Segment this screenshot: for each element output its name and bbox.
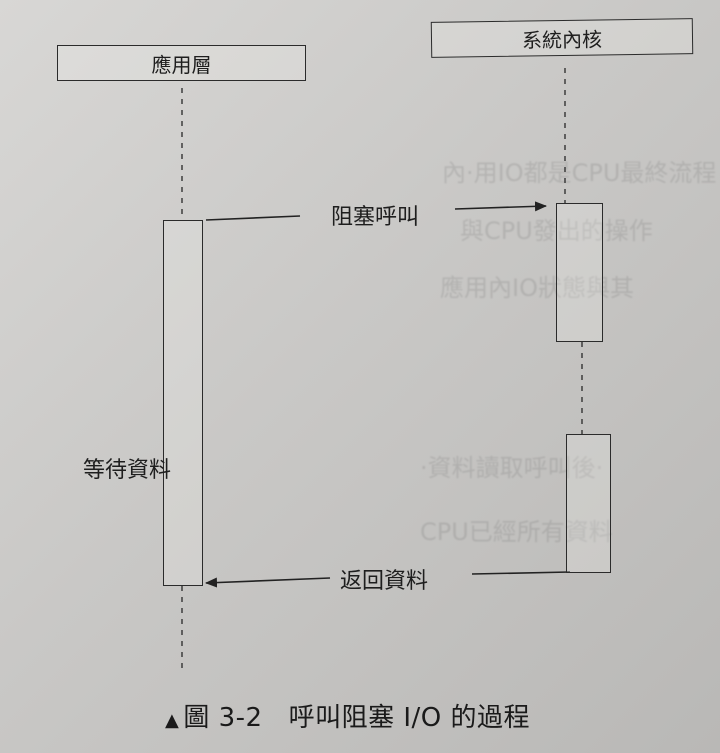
blocking-call-line-left [205,215,301,221]
kernel-activation-bar-2 [566,434,611,573]
figure-number: 圖 3-2 [183,703,263,733]
actor-box-kernel: 系統內核 [430,18,694,58]
return-data-arrow [205,577,331,588]
blocking-call-arrow [454,201,547,212]
return-data-line-right [471,571,571,575]
return-data-label: 返回資料 [340,569,429,594]
blocking-call-label: 阻塞呼叫 [331,205,420,230]
waiting-data-label: 等待資料 [83,458,172,483]
actor-box-app-layer: 應用層 [57,45,306,81]
actor-label-kernel: 系統內核 [521,26,603,53]
figure-title: 呼叫阻塞 I/O 的過程 [288,703,531,733]
caption-marker-icon: ▲ [165,710,180,731]
app-activation-bar [163,220,203,586]
figure-caption: ▲圖 3-2 呼叫阻塞 I/O 的過程 [165,697,530,734]
kernel-activation-bar-1 [556,203,603,342]
actor-label-app-layer: 應用層 [151,52,212,77]
